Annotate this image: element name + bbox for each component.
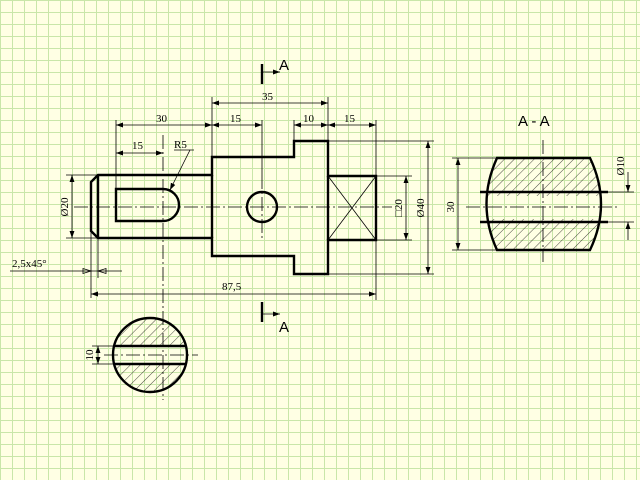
dim-text-square-length: 15 [344,113,356,125]
dim-text-hole-offset: 15 [230,113,242,125]
main-view-dimensions: 35 30 15 10 15 15 R5 Ø20 □20 [10,91,434,300]
section-mark-bottom: A [279,319,289,336]
section-mark-top: A [279,57,289,74]
dim-text-slot-offset: 15 [132,140,144,152]
dim-text-chamfer: 2,5x45° [12,258,47,270]
dim-text-total: 87,5 [222,281,242,293]
section-aa-view: A - A 30 Ø10 [445,113,634,262]
leader-r5 [169,149,191,191]
dim-text-10: 10 [303,113,315,125]
dim-text-35: 35 [262,91,274,103]
dim-text-square: □20 [393,199,405,217]
dim-text-r5: R5 [174,139,187,151]
section-aa-outline [485,156,603,252]
dim-text-flange: Ø40 [415,198,427,217]
dim-text-shank: Ø20 [59,197,71,216]
flat-cross-2 [327,175,377,241]
dim-text-slot-width: 10 [84,349,96,361]
part-outline [89,139,378,276]
section-title: A - A [518,113,550,130]
dim-text-section-height: 30 [445,201,457,213]
slot [114,187,181,223]
dim-text-30: 30 [156,113,168,125]
dim-text-hole: Ø10 [615,156,627,175]
